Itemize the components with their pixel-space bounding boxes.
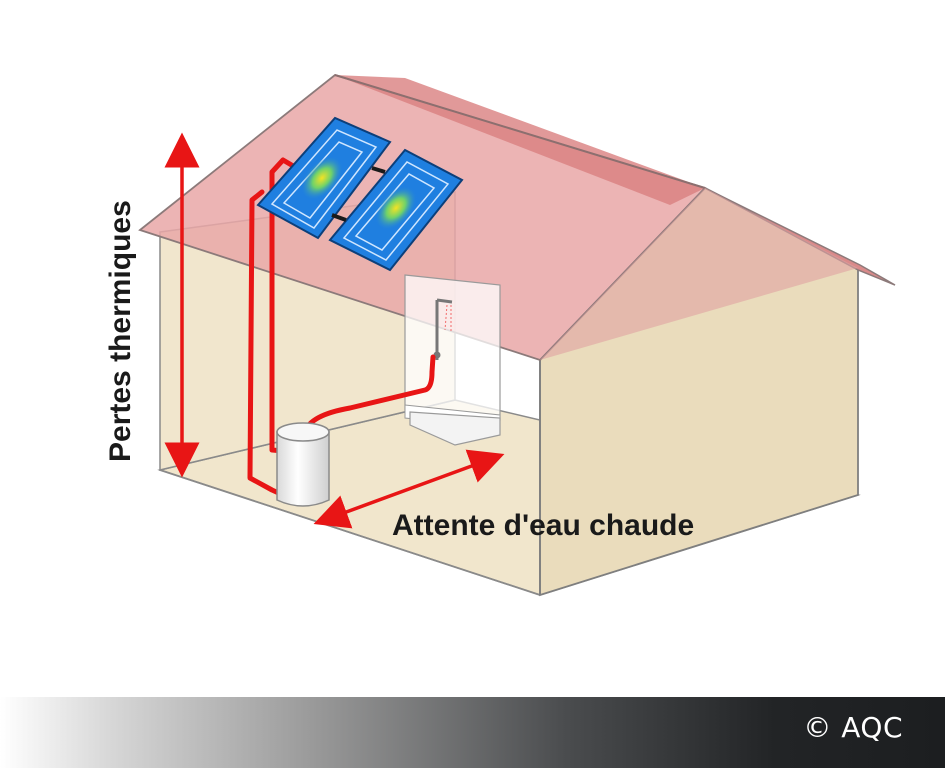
solar-water-heating-diagram: Pertes thermiques Attente d'eau chaude <box>104 74 896 597</box>
shower-cabin <box>404 274 501 446</box>
house-roof-back <box>335 75 705 205</box>
panel-connector-bottom <box>331 213 347 222</box>
solar-panel-left <box>256 116 392 240</box>
footer-bar: © AQC <box>0 697 945 768</box>
copyright-text: © AQC <box>803 711 903 744</box>
heat-loss-label: Pertes thermiques <box>104 200 137 462</box>
solar-panel-right <box>328 148 464 272</box>
hot-water-tank <box>276 422 330 507</box>
hot-water-wait-arrow <box>313 449 505 529</box>
house-front-wall-edge <box>159 469 541 596</box>
hot-water-wait-label: Attente d'eau chaude <box>392 509 694 542</box>
hot-water-pipe <box>302 354 436 435</box>
panel-connector-top <box>371 166 386 174</box>
house-gable-triangle <box>540 188 858 360</box>
house-roof-ridge <box>334 74 706 189</box>
